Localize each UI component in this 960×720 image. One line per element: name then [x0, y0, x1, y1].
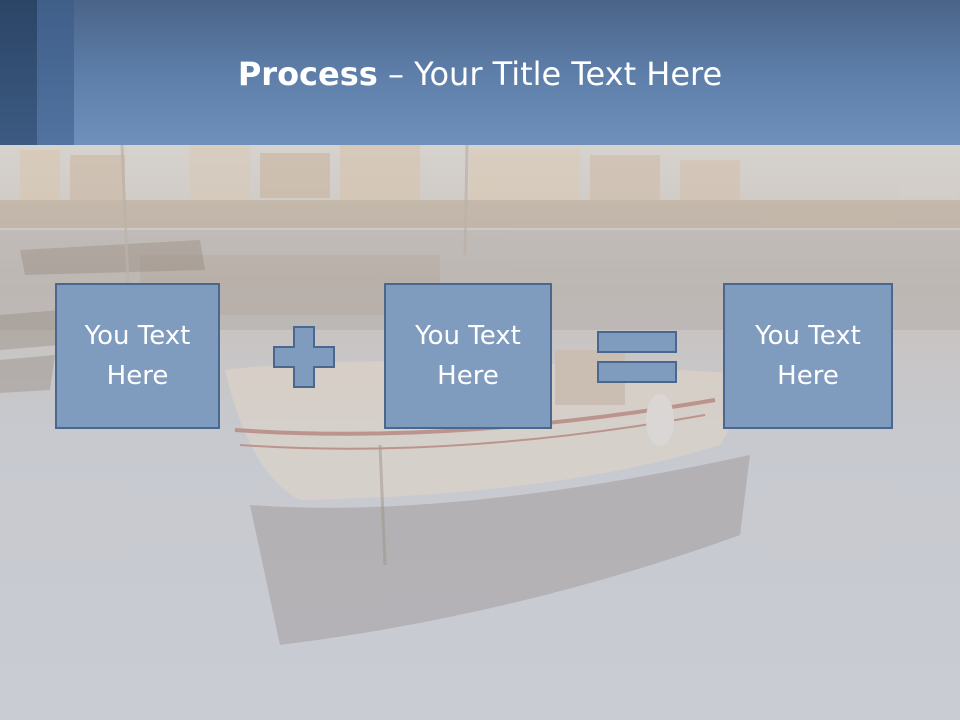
- process-box-1[interactable]: You Text Here: [55, 283, 220, 429]
- header-accent-dark: [0, 0, 37, 145]
- equals-icon: [597, 331, 677, 383]
- process-box-3[interactable]: You Text Here: [723, 283, 893, 429]
- process-box-2[interactable]: You Text Here: [384, 283, 552, 429]
- process-box-2-text: You Text Here: [415, 321, 521, 391]
- header-accent-mid: [37, 0, 74, 145]
- plus-icon: [273, 326, 335, 388]
- title-bold: Process: [237, 55, 378, 93]
- slide-title[interactable]: Process – Your Title Text Here: [0, 52, 960, 96]
- header-band: Process – Your Title Text Here: [0, 0, 960, 145]
- harbor-boat-background-image: [0, 145, 960, 720]
- process-box-3-text: You Text Here: [755, 321, 861, 391]
- title-rest: – Your Title Text Here: [377, 55, 723, 93]
- process-box-1-text: You Text Here: [84, 321, 191, 391]
